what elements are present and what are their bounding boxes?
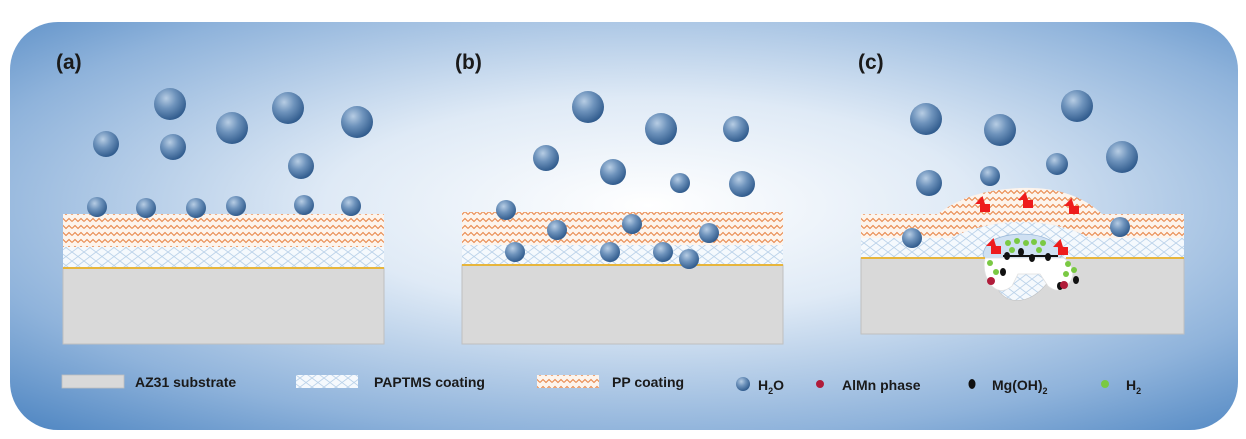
water-droplet [160, 134, 186, 160]
water-droplet [496, 200, 516, 220]
mgoh2-particle [1045, 253, 1051, 261]
h2-bubble [987, 260, 993, 266]
legend-water-label: H2O [758, 377, 784, 396]
legend-water-icon [736, 377, 750, 391]
water-droplet [186, 198, 206, 218]
water-droplet [910, 103, 942, 135]
mgoh2-particle [1018, 248, 1024, 256]
water-droplet [729, 171, 755, 197]
paptms-layer-b [462, 245, 783, 265]
water-droplet [670, 173, 690, 193]
up-arrow-icon [1053, 239, 1068, 255]
water-droplet [93, 131, 119, 157]
water-droplet [653, 242, 673, 262]
pp-layer-c [861, 187, 1184, 238]
legend: AZ31 substrate PAPTMS coating PP coating… [61, 374, 1141, 396]
up-arrow-icon [1018, 192, 1033, 208]
legend-mgoh2-label: Mg(OH)2 [992, 377, 1048, 396]
h2-bubble [1036, 247, 1042, 253]
water-droplet [136, 198, 156, 218]
water-droplet [154, 88, 186, 120]
legend-paptms-swatch [296, 375, 358, 388]
legend-h2-label: H2 [1126, 377, 1141, 396]
panel-a-label: (a) [56, 51, 82, 74]
legend-paptms-label: PAPTMS coating [374, 374, 485, 390]
almn-particle [987, 277, 995, 285]
mgoh2-particle [1000, 268, 1006, 276]
water-droplet [547, 220, 567, 240]
pp-layer-b [462, 212, 783, 245]
up-arrow-icon [975, 196, 990, 212]
water-droplets [87, 88, 1138, 269]
water-droplet [600, 242, 620, 262]
legend-mgoh2-icon [968, 379, 976, 389]
almn-particle [1060, 281, 1068, 289]
water-droplet [533, 145, 559, 171]
substrate-a [62, 267, 385, 345]
water-droplet [1046, 153, 1068, 175]
water-droplet [216, 112, 248, 144]
water-droplet [341, 106, 373, 138]
hydrogen-pressure-arrows [975, 192, 1079, 255]
water-droplet [622, 214, 642, 234]
h2-bubble [1005, 240, 1011, 246]
mgoh2-particle [1073, 276, 1079, 284]
water-droplet [600, 159, 626, 185]
water-droplet [980, 166, 1000, 186]
water-droplet [723, 116, 749, 142]
water-droplet [87, 197, 107, 217]
corrosion-pit [983, 257, 1074, 291]
pp-layer-a [63, 214, 384, 247]
water-droplet [572, 91, 604, 123]
mgoh2-particle [1029, 254, 1035, 262]
legend-almn-icon [816, 380, 824, 388]
almn-particles [987, 277, 1068, 289]
h2-bubble [1023, 240, 1029, 246]
water-droplet [984, 114, 1016, 146]
up-arrow-icon [1064, 198, 1079, 214]
legend-substrate-label: AZ31 substrate [135, 374, 236, 390]
h2-bubble [1009, 247, 1015, 253]
legend-pp-swatch [537, 375, 599, 388]
water-droplet [916, 170, 942, 196]
h2-bubbles [987, 238, 1077, 277]
h2-bubble [1071, 267, 1077, 273]
water-droplet [1110, 217, 1130, 237]
water-droplet [226, 196, 246, 216]
mgoh2-particles [1000, 248, 1079, 290]
water-droplet [294, 195, 314, 215]
water-droplet [699, 223, 719, 243]
panel-b-label: (b) [455, 51, 482, 74]
up-arrow-icon [986, 238, 1001, 254]
legend-substrate-swatch [61, 374, 125, 389]
water-droplet [679, 249, 699, 269]
water-droplet [1061, 90, 1093, 122]
h2-bubble [1014, 238, 1020, 244]
mgoh2-particle [1004, 252, 1010, 260]
legend-pp-label: PP coating [612, 374, 684, 390]
paptms-layer-a [63, 247, 384, 268]
water-droplet [1106, 141, 1138, 173]
panel-b [461, 212, 784, 345]
h2-bubble [1065, 261, 1071, 267]
panel-a [62, 214, 385, 345]
water-droplet [272, 92, 304, 124]
water-droplet [288, 153, 314, 179]
h2-bubble [1063, 271, 1069, 277]
substrate-b [461, 264, 784, 345]
h2-bubble [993, 269, 999, 275]
legend-h2-icon [1101, 380, 1109, 388]
water-droplet [645, 113, 677, 145]
water-droplet [902, 228, 922, 248]
water-droplet [505, 242, 525, 262]
panel-c-label: (c) [858, 51, 884, 74]
water-droplet [341, 196, 361, 216]
legend-almn-label: AlMn phase [842, 377, 921, 393]
h2-bubble [1031, 239, 1037, 245]
h2-bubble [1040, 240, 1046, 246]
